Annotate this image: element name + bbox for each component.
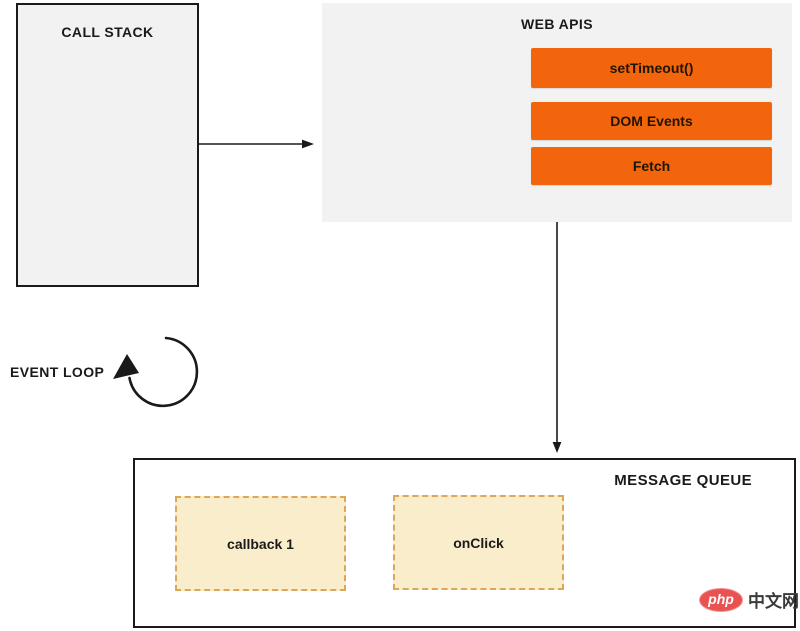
api-item-dom-events: DOM Events	[531, 102, 772, 140]
php-logo-icon: php	[699, 587, 743, 612]
event-loop-label: EVENT LOOP	[10, 364, 105, 380]
call-stack-box: CALL STACK	[16, 3, 199, 287]
message-queue-box: MESSAGE QUEUE callback 1 onClick	[133, 458, 796, 628]
api-item-settimeout: setTimeout()	[531, 48, 772, 88]
callstack-to-webapis-arrow	[199, 139, 314, 149]
down-arrowhead-icon	[552, 442, 562, 453]
call-stack-title: CALL STACK	[61, 24, 154, 40]
queue-item-onclick: onClick	[393, 495, 564, 590]
site-watermark: php 中文网	[699, 587, 799, 612]
event-loop-circle-arrow	[113, 336, 199, 408]
web-apis-panel: WEB APIS setTimeout() DOM Events Fetch	[322, 3, 792, 222]
right-arrowhead-icon	[302, 139, 314, 149]
web-apis-title: WEB APIS	[521, 16, 593, 32]
queue-item-callback-1: callback 1	[175, 496, 346, 591]
webapis-to-queue-arrow	[552, 222, 562, 453]
api-item-fetch: Fetch	[531, 147, 772, 185]
watermark-site-text: 中文网	[748, 592, 799, 611]
up-arrowhead-icon	[113, 354, 139, 379]
message-queue-title: MESSAGE QUEUE	[614, 472, 752, 489]
